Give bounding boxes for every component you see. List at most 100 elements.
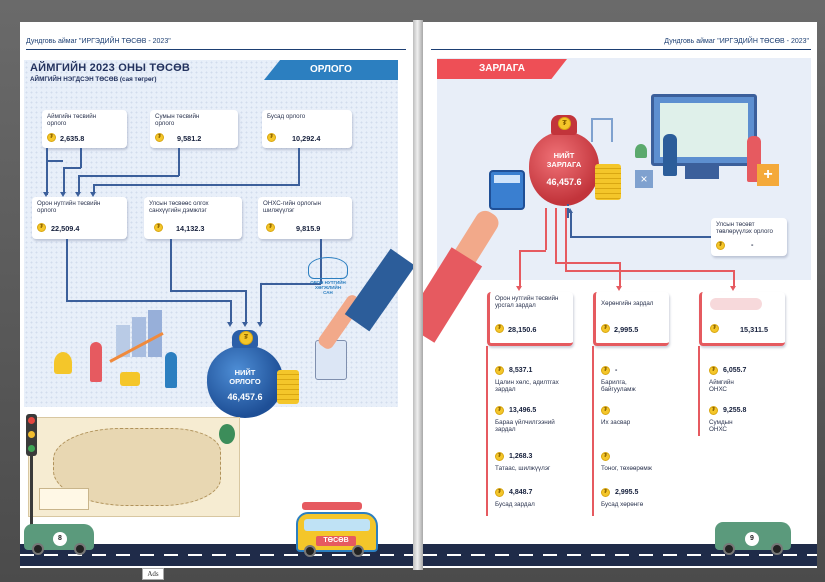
coin-icon: ₮ <box>267 133 276 142</box>
connector-line <box>567 208 569 218</box>
person-figure <box>54 352 72 374</box>
connector-line <box>93 184 95 193</box>
map-emblem-icon <box>219 424 235 444</box>
middle-label: Улсын төсвөөс олгох санхүүгийн дэмжлэг <box>149 200 209 214</box>
connector-line <box>178 148 180 176</box>
growth-arrows-icon <box>591 118 613 142</box>
calculator-screen <box>494 175 520 183</box>
coin-icon: ₮ <box>155 133 164 142</box>
coin-icon: ₮ <box>495 488 504 497</box>
middle-label: Орон нутгийн төсвийн орлого <box>37 200 101 214</box>
wheel <box>771 543 783 555</box>
lds-expense-card: ₮ 15,311.5 <box>699 292 785 346</box>
coin-icon: ₮ <box>709 406 718 415</box>
coin-icon: ₮ <box>495 366 504 375</box>
coin-icon: ₮ <box>601 324 610 333</box>
multiply-icon: × <box>635 170 653 188</box>
traffic-pole <box>30 456 33 556</box>
coin-icon: ₮ <box>716 241 725 250</box>
coin-icon: ₮ <box>558 117 571 130</box>
left-page: Дундговь аймаг "ИРГЭДИЙН ТӨСӨВ - 2023" А… <box>20 22 413 568</box>
item-value: 13,496.5 <box>509 407 537 414</box>
middle-label: ОНХС-гийн орлогын шилжүүлэг <box>263 200 321 214</box>
branch-line <box>592 346 594 516</box>
lds-logo-icon <box>308 257 348 279</box>
local-income-card: Орон нутгийн төсвийн орлого ₮ 22,509.4 <box>32 197 127 239</box>
coin-icon: ₮ <box>710 324 719 333</box>
item-label: Татаас, шилжүүлэг <box>495 465 551 472</box>
logo-line: ОРОН НУТГИЙН <box>310 280 346 285</box>
right-page: Дундговь аймаг "ИРГЭДИЙН ТӨСӨВ - 2023" З… <box>423 22 817 568</box>
connector-line <box>63 167 81 169</box>
state-support-card: Улсын төсвөөс олгох санхүүгийн дэмжлэг ₮… <box>144 197 242 239</box>
coin-icon: ₮ <box>601 406 610 415</box>
income-ribbon-label: ОРЛОГО <box>310 64 352 75</box>
source-label: Аймгийн төсвийн орлого <box>47 113 97 127</box>
arrow-icon <box>567 208 573 213</box>
connector-line <box>93 184 300 186</box>
source-card-other: Бусад орлого ₮ 10,292.4 <box>262 110 352 148</box>
transfer-value: - <box>751 240 754 249</box>
source-value: 2,635.8 <box>60 134 85 143</box>
connector-line <box>66 239 68 301</box>
connector-line <box>170 239 172 291</box>
item-label: Бараа үйлчилгээний зардал <box>495 419 555 434</box>
arrow-icon <box>75 192 81 197</box>
connector-line <box>170 290 246 292</box>
arrow-icon <box>616 286 622 291</box>
connector-line <box>78 175 179 177</box>
income-ribbon: ОРЛОГО <box>264 60 398 80</box>
light <box>28 445 35 452</box>
coin-icon: ₮ <box>601 366 610 375</box>
category-value: 28,150.6 <box>508 325 537 334</box>
wheel <box>32 543 44 555</box>
coin-icon: ₮ <box>239 331 253 345</box>
arrow-icon <box>257 322 263 327</box>
current-expense-card: Орон нутгийн төсвийн урсгал зардал ₮ 28,… <box>487 292 573 346</box>
plus-icon: + <box>757 164 779 186</box>
light <box>28 431 35 438</box>
source-card-aimag: Аймгийн төсвийн орлого ₮ 2,635.8 <box>42 110 127 148</box>
calculator-icon <box>489 170 525 210</box>
running-header-right: Дундговь аймаг "ИРГЭДИЙН ТӨСӨВ - 2023" <box>664 38 809 45</box>
source-value: 9,581.2 <box>177 134 202 143</box>
book-gutter <box>413 20 423 570</box>
bag-label: НИЙТ <box>234 368 256 377</box>
branch-line <box>698 346 700 436</box>
arrow-icon <box>730 286 736 291</box>
light <box>28 417 35 424</box>
coin-icon: ₮ <box>495 452 504 461</box>
connector-line <box>619 262 621 288</box>
header-rule <box>431 49 811 50</box>
wheel <box>74 543 86 555</box>
coin-stack-icon <box>277 370 299 404</box>
source-value: 10,292.4 <box>292 134 321 143</box>
traffic-light-icon <box>26 414 37 456</box>
page-title: АЙМГИЙН 2023 ОНЫ ТӨСӨВ <box>30 62 191 74</box>
expense-ribbon-label: ЗАРЛАГА <box>478 63 526 74</box>
connector-line <box>46 148 48 195</box>
map-legend <box>39 488 89 510</box>
connector-line <box>46 160 63 162</box>
arrow-icon <box>516 286 522 291</box>
person-figure <box>90 342 102 382</box>
coin-stack-icon <box>120 372 140 386</box>
coin-icon: ₮ <box>47 133 56 142</box>
category-value: 15,311.5 <box>740 325 769 334</box>
logo-line: САН <box>323 290 333 295</box>
page-number-left: 8 <box>53 532 67 546</box>
aimag-map-image <box>28 417 240 517</box>
total-income-value: 46,457.6 <box>227 392 263 402</box>
connector-line <box>260 283 262 324</box>
arrow-icon <box>227 322 233 327</box>
item-label: Бусад хөрөнгө <box>601 501 644 508</box>
connector-line <box>565 270 734 272</box>
ads-label[interactable]: Ads <box>142 568 164 580</box>
coin-icon: ₮ <box>709 366 718 375</box>
item-label: Цалин хөлс, адилтгах зардал <box>495 379 559 394</box>
item-label: Тоног, төхөөрөмж <box>601 465 652 472</box>
item-label: Аймгийн ОНХС <box>709 379 734 394</box>
coin-icon: ₮ <box>601 488 610 497</box>
bus-windows <box>304 519 370 531</box>
